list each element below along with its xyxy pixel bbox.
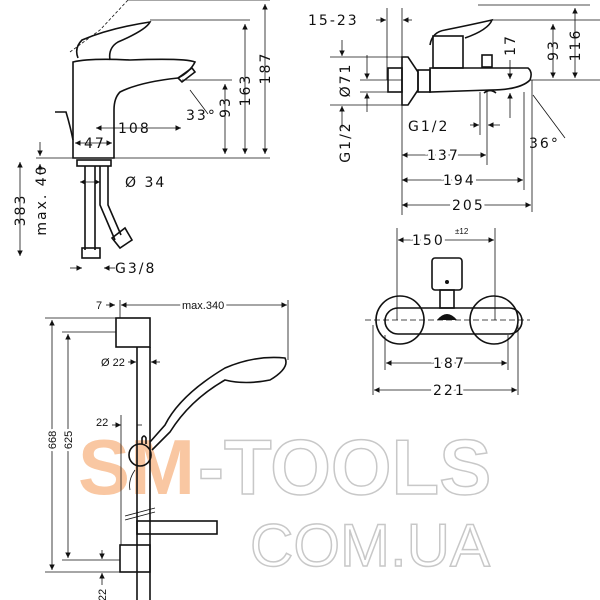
dim-hose-length: 383 [13, 194, 29, 227]
dim-connection: G3/8 [115, 261, 156, 277]
dim-centers: 150 [412, 233, 445, 249]
dim-height-116: 116 [568, 29, 584, 62]
dim-depth-194: 194 [443, 173, 476, 189]
dim-spout-height: 93 [218, 96, 234, 118]
dim-width-187: 187 [433, 356, 466, 372]
dim-body-width: 47 [84, 136, 106, 152]
dim-bottom-offset: 22 [97, 589, 109, 600]
dim-outlet-thread: G1/2 [408, 119, 449, 135]
dim-tolerance: ±12 [455, 227, 469, 236]
dim-depth-205: 205 [452, 198, 485, 214]
dim-rail-height: 625 [63, 431, 75, 449]
dim-flange-diameter: Ø71 [338, 63, 354, 98]
dim-rail-diameter: Ø 22 [101, 357, 125, 369]
dim-lever-height: 163 [238, 74, 254, 107]
dim-total-height: 668 [47, 431, 59, 449]
dim-inlet-thread: G1/2 [338, 121, 354, 162]
dim-spout-reach: 108 [118, 121, 151, 137]
dim-total-height: 187 [258, 52, 274, 85]
dim-offset: 15-23 [308, 13, 359, 29]
dim-spout-angle: 33° [186, 108, 217, 124]
dim-rail-offset: 22 [96, 417, 108, 429]
watermark: SM -TOOLS COM.UA [78, 422, 492, 580]
dim-width-221: 221 [433, 383, 466, 399]
dim-spout-angle: 36° [529, 136, 560, 152]
dim-wall-gap: 7 [96, 300, 102, 312]
dim-height-93: 93 [546, 39, 562, 61]
watermark-rest: -TOOLS [198, 423, 491, 511]
watermark-domain: COM.UA [250, 512, 490, 579]
dim-max-reach: max.340 [182, 300, 224, 312]
bath-mixer-front-view: 150 ±12 187 221 [365, 227, 530, 402]
basin-mixer-side-view: 187 163 93 33° 108 47 Ø 34 383 max. 40 G… [13, 0, 274, 277]
bath-mixer-side-view: 15-23 Ø71 G1/2 17 93 116 G1/2 36° 137 19… [308, 4, 600, 217]
dim-depth-137: 137 [427, 148, 460, 164]
shower-set-view: 7 max.340 Ø 22 22 668 625 22 [45, 298, 289, 600]
dim-max-thickness: max. 40 [34, 164, 50, 235]
dim-spout-drop: 17 [503, 34, 519, 56]
dim-hole-diameter: Ø 34 [125, 175, 166, 191]
